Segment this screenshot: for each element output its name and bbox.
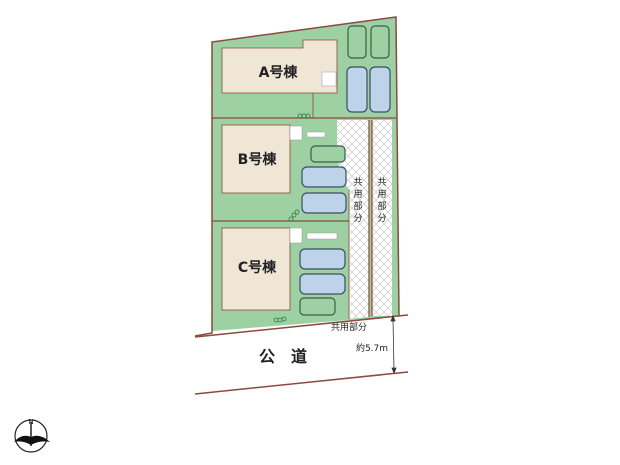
car-icon — [370, 25, 390, 59]
lot-front-boundary — [194, 314, 409, 338]
car-icon — [347, 25, 367, 59]
car-icon — [310, 145, 346, 163]
svg-text:部: 部 — [377, 200, 386, 212]
car-icon — [299, 273, 346, 295]
common-area-label-front: 共用部分 — [331, 321, 367, 333]
road-label: 公 道 — [259, 347, 307, 366]
building-c — [221, 227, 291, 311]
common-area-label-2: 共 用 部 分 — [377, 177, 386, 224]
svg-text:分: 分 — [353, 213, 362, 224]
car-icon — [299, 297, 336, 316]
building-c-label: C号棟 — [238, 259, 277, 276]
svg-text:N: N — [28, 418, 33, 426]
svg-text:用: 用 — [377, 189, 386, 200]
car-icon — [301, 166, 347, 188]
road-far-edge — [194, 371, 409, 395]
svg-text:分: 分 — [377, 213, 386, 224]
road-width-arrow — [390, 314, 397, 375]
parking-cars — [299, 25, 391, 316]
north-compass-icon: N — [14, 418, 50, 453]
building-a — [221, 39, 338, 94]
road-width-label: 約5.7m — [356, 342, 388, 354]
car-icon — [299, 248, 346, 270]
svg-text:部: 部 — [353, 200, 362, 212]
common-area-label-1: 共 用 部 分 — [353, 177, 362, 224]
building-b — [221, 124, 291, 194]
svg-text:用: 用 — [353, 189, 362, 200]
car-icon — [369, 66, 391, 113]
building-b-label: B号棟 — [238, 151, 278, 168]
svg-text:共: 共 — [377, 177, 386, 188]
common-area-strip-2 — [372, 120, 392, 316]
shrub-icon — [273, 113, 311, 323]
car-icon — [346, 66, 368, 113]
svg-text:共: 共 — [353, 177, 362, 188]
building-a-label: A号棟 — [259, 64, 299, 81]
lot-boundary — [194, 16, 400, 337]
car-icon — [301, 192, 347, 214]
